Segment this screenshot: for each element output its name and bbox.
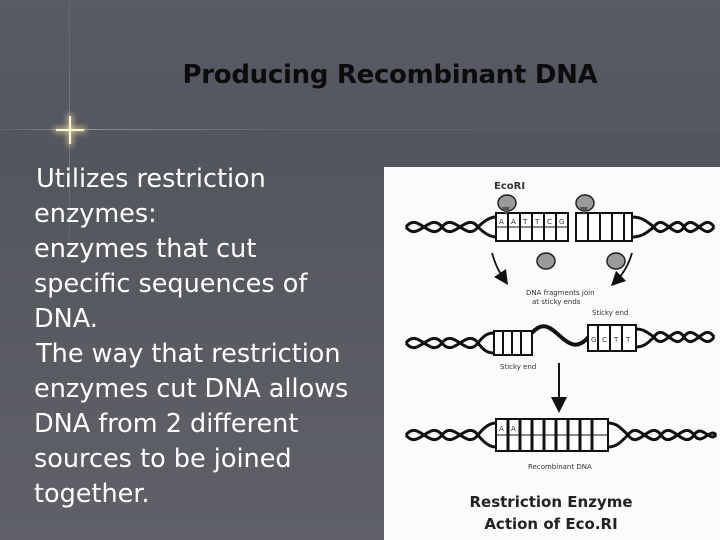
base-letter: A [499,425,504,433]
dna-strand-middle [404,324,716,356]
base-letter: C [602,336,607,344]
base-letter: G [591,336,596,344]
base-letters-top: A A T T C G [499,218,564,226]
body-line: enzymes cut DNA allows [34,374,349,404]
fragments-join-label-1: DNA fragments join [526,289,595,297]
slide-title: Producing Recombinant DNA [182,60,598,90]
body-line: The way that restriction [28,339,341,369]
base-letter: A [511,218,516,226]
body-line: DNA. [34,304,98,334]
base-letter: T [522,218,528,226]
sparkle-icon [56,116,84,144]
enzyme-icon [497,194,626,270]
base-letters-middle: G C T T [591,336,631,344]
fragments-join-label-2: at sticky ends [532,298,581,306]
body-line: specific sequences of [34,269,308,299]
base-letter: A [499,218,504,226]
body-line: Utilizes restriction [28,164,266,194]
body-line: enzymes: [34,199,157,229]
base-letter: G [559,218,564,226]
base-letter: C [547,218,552,226]
body-line: DNA from 2 different [34,409,299,439]
base-letter: T [625,336,631,344]
base-letters-bottom: A A [499,425,516,433]
body-line: enzymes that cut [34,234,257,264]
recombinant-label: Recombinant DNA [528,463,592,471]
dna-strand-top [404,212,716,242]
base-letter: T [613,336,619,344]
ecori-diagram: A A T T C G EcoRI DNA fragments join [384,167,720,540]
sticky-end-right-label: Sticky end [592,309,628,317]
sticky-end-left-label: Sticky end [500,363,536,371]
base-letter: A [511,425,516,433]
dna-strand-bottom [404,418,718,452]
caption-line-2: Action of Eco.RI [484,515,617,533]
background-band [0,0,720,150]
enzyme-label: EcoRI [494,181,525,192]
caption-line-1: Restriction Enzyme [469,493,632,511]
ecori-diagram-svg: A A T T C G EcoRI DNA fragments join [404,181,718,533]
arrow-down-left [491,252,508,285]
arrow-down-right [610,252,633,287]
slide-body: Utilizes restriction enzymes: enzymes th… [28,162,378,512]
decorative-horizontal-line [0,129,720,130]
body-line: together. [34,479,150,509]
base-letter: T [534,218,540,226]
body-line: sources to be joined [34,444,292,474]
